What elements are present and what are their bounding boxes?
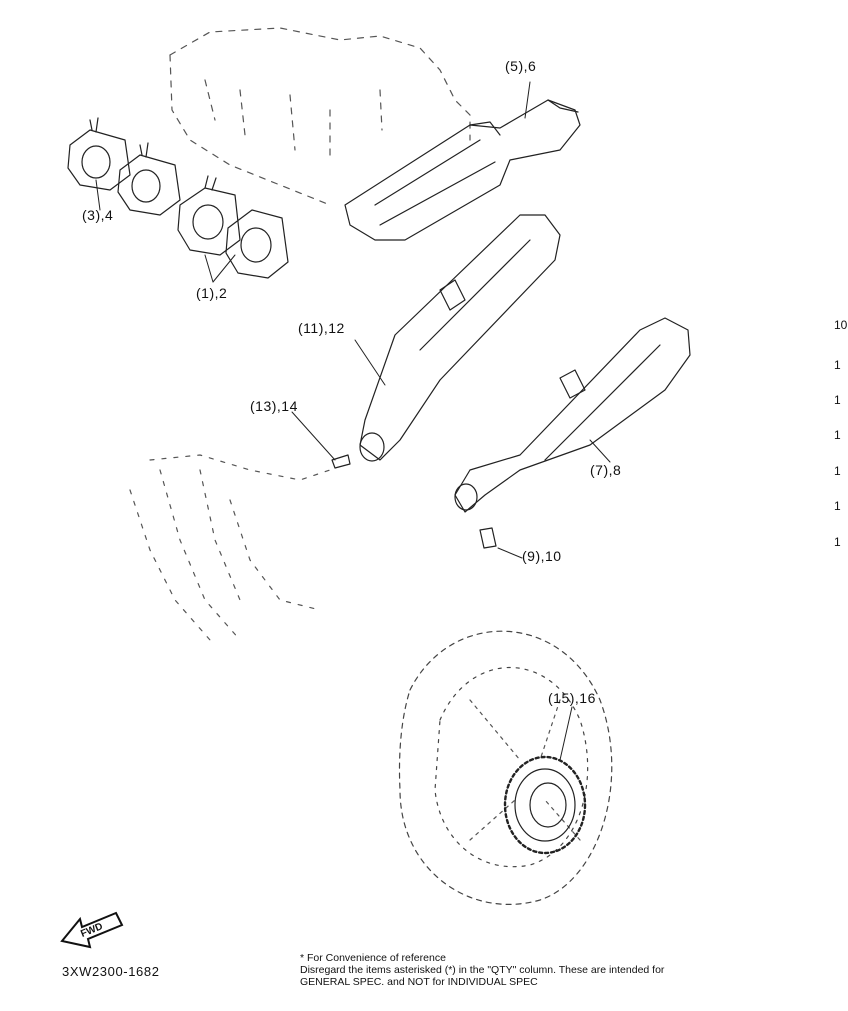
forward-arrow-icon: FWD	[60, 911, 124, 949]
callout-11-12: (11),12	[298, 320, 345, 336]
note-line-2: Disregard the items asterisked (*) in th…	[300, 964, 665, 976]
edge-number: 1	[834, 428, 841, 442]
edge-number: 1	[834, 499, 841, 513]
right-muffler	[454, 317, 691, 513]
bolt-9-10	[479, 527, 497, 549]
callout-13-14: (13),14	[250, 398, 298, 414]
exhaust-header-pipe	[344, 99, 581, 241]
edge-number: 1	[834, 464, 841, 478]
gasket-group-1-2	[177, 175, 289, 279]
edge-number: 10	[834, 318, 848, 332]
gasket-group-3-4	[67, 117, 181, 216]
bolt-13-14	[331, 454, 351, 469]
callout-9-10: (9),10	[522, 548, 562, 564]
edge-number: 1	[834, 393, 841, 407]
callout-15-16: (15),16	[548, 690, 596, 706]
engine-block-outline	[169, 27, 471, 206]
rear-sprocket	[503, 755, 587, 855]
rear-wheel	[398, 630, 613, 905]
part-code: 3XW2300-1682	[62, 964, 160, 979]
leader-lines	[95, 81, 611, 761]
callout-3-4: (3),4	[82, 207, 114, 223]
callout-5-6: (5),6	[505, 58, 537, 74]
edge-number: 1	[834, 358, 841, 372]
callout-1-2: (1),2	[196, 285, 228, 301]
rear-frame-outline	[129, 454, 331, 641]
left-muffler	[359, 214, 561, 462]
reference-note: * For Convenience of reference Disregard…	[300, 952, 840, 988]
note-line-3: GENERAL SPEC. and NOT for INDIVIDUAL SPE…	[300, 976, 538, 988]
note-line-1: * For Convenience of reference	[300, 952, 446, 964]
edge-number: 1	[834, 535, 841, 549]
callout-7-8: (7),8	[590, 462, 622, 478]
